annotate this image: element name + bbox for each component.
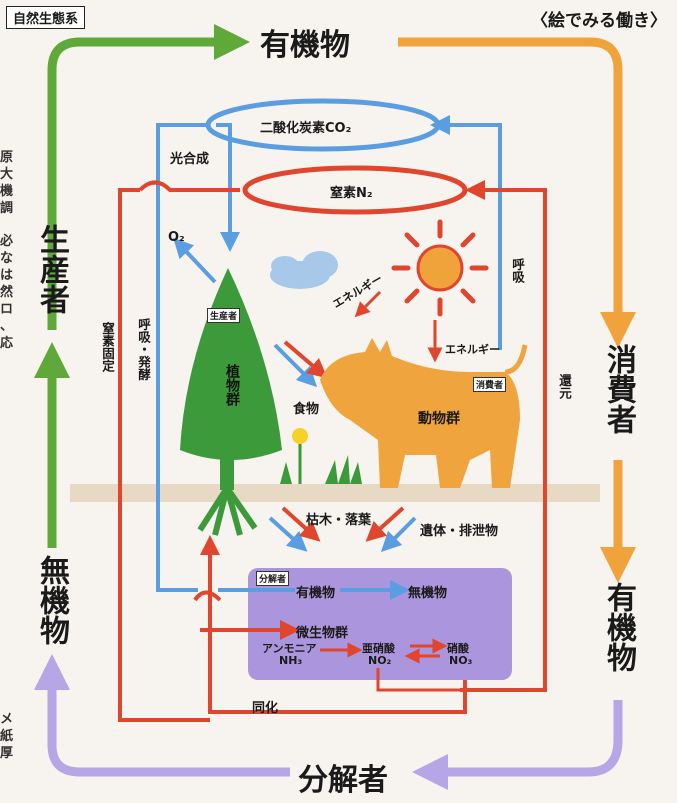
respiration-fermentation-label: 呼吸・発酵	[136, 318, 151, 381]
reduction-label: 還元	[557, 374, 572, 399]
cycle-arrow-top-to-consumer	[398, 37, 636, 348]
respiration-fermentation-line	[156, 150, 198, 592]
ammonia-label: アンモニア	[262, 642, 317, 655]
cycle-organic-right: 有機物	[601, 582, 636, 672]
page-edge-text-left: 原 大 機 調 必 な は 然 ロ 、 応	[0, 150, 14, 351]
no2-label: NO₂	[368, 654, 392, 667]
energy-label-2: エネルギー	[445, 343, 500, 356]
cycle-arrow-decomposer-to-inorganic	[34, 654, 290, 777]
flower-icon	[292, 428, 308, 484]
microbes-label: 微生物群	[296, 626, 349, 641]
animals-label: 動物群	[418, 411, 460, 427]
ecosystem-tag: 自然生態系	[6, 6, 86, 29]
respiration-fermentation-red	[193, 590, 222, 602]
food-arrow-red	[283, 340, 328, 379]
reduction-arrow	[460, 180, 547, 692]
cycle-arrow-producer-to-top	[47, 24, 250, 330]
cycle-inorganic: 無機物	[34, 555, 69, 645]
co2-label: 二酸化炭素CO₂	[260, 121, 352, 136]
photosynthesis-arrow	[156, 123, 210, 150]
nitrite-label: 亜硝酸	[362, 642, 395, 655]
cycle-top-organic: 有機物	[260, 28, 350, 63]
n2-label: 窒素N₂	[330, 186, 373, 201]
plants-label: 植物群	[224, 364, 240, 406]
nitrogen-fixation-arrow	[118, 188, 210, 722]
no3-label: NO₃	[449, 654, 473, 667]
decomposer-organic: 有機物	[296, 586, 336, 601]
respiration-arrow	[430, 115, 502, 350]
tree-illustration	[180, 268, 282, 536]
sun-icon	[391, 219, 489, 317]
remains-arrow-blue	[380, 516, 417, 553]
consumer-badge: 消費者	[473, 377, 507, 392]
assimilation-label: 同化	[252, 701, 279, 716]
cloud-icon	[270, 251, 338, 289]
photosynthesis-label: 光合成	[170, 152, 210, 167]
cycle-decomposer: 分解者	[298, 763, 388, 798]
decomposer-badge: 分解者	[256, 571, 290, 586]
food-label: 食物	[293, 402, 320, 417]
litter-label: 枯木・落葉	[306, 513, 372, 528]
cycle-arrow-organic-to-decomposer	[412, 700, 623, 790]
ground-band	[70, 484, 600, 502]
decomposer-inorganic: 無機物	[408, 586, 448, 601]
remains-arrow-red	[365, 506, 405, 542]
nh3-label: NH₃	[279, 654, 303, 667]
food-arrow-blue	[273, 343, 318, 388]
litter-arrow-red	[281, 506, 321, 542]
cow-illustration	[320, 338, 528, 488]
respiration-label: 呼吸	[510, 258, 525, 283]
page-edge-text-left-bottom: メ 紙 厚	[0, 712, 14, 761]
nitrogen-fixation-label: 窒素固定	[100, 322, 115, 372]
o2-label: O₂	[168, 230, 185, 245]
nitrate-label: 硝酸	[447, 642, 469, 655]
grass-icon	[280, 455, 362, 484]
cycle-consumer: 消費者	[601, 344, 636, 434]
page-subtitle: 〈絵でみる働き〉	[531, 11, 667, 31]
remains-label: 遺体・排泄物	[420, 524, 499, 539]
energy-arrow-1	[354, 290, 382, 318]
o2-arrow	[173, 237, 217, 284]
litter-arrow-blue	[268, 516, 308, 552]
cycle-producer: 生産者	[34, 224, 69, 314]
producer-badge: 生産者	[207, 308, 241, 323]
